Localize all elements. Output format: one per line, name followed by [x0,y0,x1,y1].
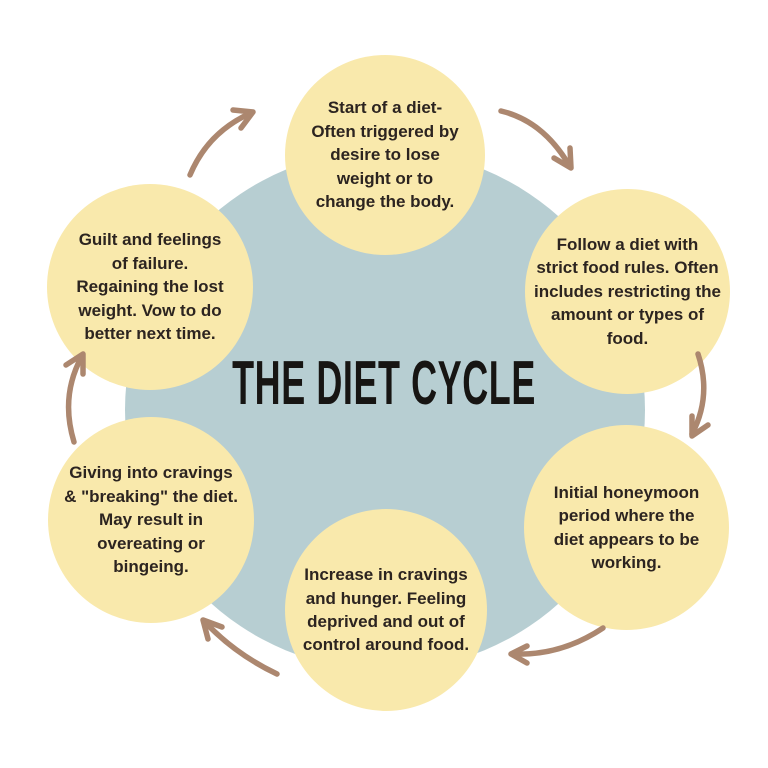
cycle-step-text: Start of a diet- Often triggered by desi… [311,98,459,212]
cycle-step-strict-food-rules: Follow a diet with strict food rules. Of… [525,189,730,394]
cycle-step-text: Guilt and feelings of failure. Regaining… [76,230,224,344]
cycle-step-increased-cravings: Increase in cravings and hunger. Feeling… [285,509,487,711]
cycle-step-text: Increase in cravings and hunger. Feeling… [302,565,470,655]
cycle-step-text: Giving into cravings & "breaking" the di… [64,463,238,577]
diagram-title: THE DIET CYCLE [232,349,536,418]
arrow-guilt-to-start-icon [187,107,256,178]
arrow-start-to-rules-icon [498,108,574,171]
arrow-breaking-to-guilt-icon [63,351,86,445]
arrow-honeymoon-to-cravings-icon [508,625,606,666]
arrow-rules-to-honeymoon-icon [689,351,711,439]
cycle-step-diet-start: Start of a diet- Often triggered by desi… [285,55,485,255]
cycle-step-honeymoon-period: Initial honeymoon period where the diet … [524,425,729,630]
arrow-cravings-to-breaking-icon [200,617,280,677]
cycle-step-text: Follow a diet with strict food rules. Of… [533,234,722,348]
cycle-step-text: Initial honeymoon period where the diet … [553,482,700,572]
cycle-step-breaking-the-diet: Giving into cravings & "breaking" the di… [48,417,254,623]
